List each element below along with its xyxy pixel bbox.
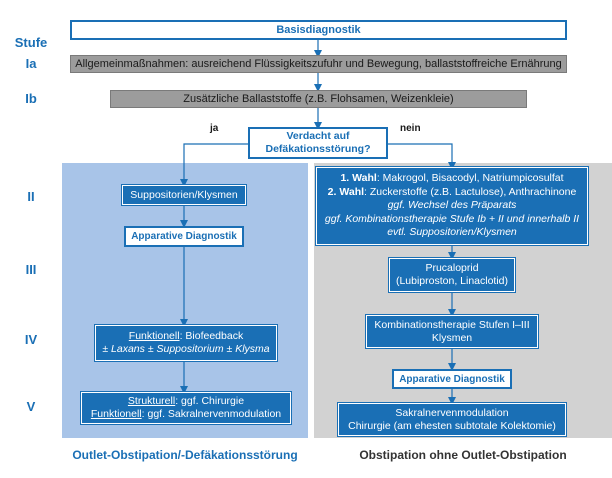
first-choice-label: 1. Wahl [340, 172, 377, 185]
first-choice-line: 1. Wahl: Makrogol, Bisacodyl, Natriumpic… [340, 172, 563, 186]
sakral-line-2: Chirurgie (am ehesten subtotale Kolektom… [348, 419, 556, 432]
func2-label: Funktionell [90, 408, 142, 420]
struct-label: Strukturell [127, 395, 176, 407]
level-v: V [26, 399, 36, 414]
suppositorien-box: Suppositorien/Klysmen [121, 184, 247, 206]
level-header: Stufe [14, 35, 48, 50]
no-label: nein [400, 123, 421, 134]
right-footer: Obstipation ohne Outlet-Obstipation [359, 448, 567, 462]
func2-text: : ggf. Sakralnervenmodulation [141, 408, 282, 420]
combination-line: ggf. Kombinationstherapie Stufe Ib + II … [324, 212, 580, 225]
basis-diagnostik-box: Basisdiagnostik [70, 20, 567, 40]
func-line-2: ± Laxans ± Suppositorium ± Klysma [102, 343, 270, 355]
level-ib: Ib [25, 91, 37, 106]
func-line-1: Funktionell: Biofeedback [129, 330, 243, 343]
arrow-no-branch [388, 143, 456, 170]
sakral-line-1: Sakralnervenmodulation [395, 406, 509, 419]
combo-line-1: Kombinationstherapie Stufen I–III [374, 318, 530, 331]
level-ia: Ia [25, 56, 37, 71]
pruc-line-2: (Lubiproston, Linaclotid) [395, 275, 509, 287]
struktur-funktionell-box: Strukturell: ggf. Chirurgie Funktionell:… [80, 391, 292, 425]
right-apparative-diagnostik-box: Apparative Diagnostik [392, 369, 512, 389]
left-footer: Outlet-Obstipation/-Defäkationsstörung [72, 448, 298, 462]
suppositories-line: evtl. Suppositorien/Klysmen [387, 226, 517, 239]
left-apparative-diagnostik-box: Apparative Diagnostik [124, 226, 244, 247]
level-iv: IV [24, 332, 38, 347]
func-label: Funktionell [128, 330, 180, 342]
second-choice-label: 2. Wahl [327, 185, 365, 198]
combination-therapy-box: Kombinationstherapie Stufen I–III Klysme… [365, 314, 539, 349]
level-ib-bar: Zusätzliche Ballaststoffe (z.B. Flohsame… [110, 90, 527, 108]
func-text: : Biofeedback [179, 330, 244, 342]
funktionell-biofeedback-box: Funktionell: Biofeedback ± Laxans ± Supp… [94, 324, 278, 362]
second-choice-text: : Zuckerstoffe (z.B. Lactulose), Anthrac… [364, 185, 577, 198]
level-ia-bar: Allgemeinmaßnahmen: ausreichend Flüssigk… [70, 55, 567, 73]
level-iii: III [25, 262, 37, 277]
question-line-2: Defäkationsstörung? [265, 143, 371, 155]
sakralnerven-box: Sakralnervenmodulation Chirurgie (am ehe… [337, 402, 567, 437]
pruc-line-1: Prucaloprid [425, 262, 479, 274]
struct-line: Strukturell: ggf. Chirurgie [128, 395, 244, 408]
struct-text: : ggf. Chirurgie [175, 395, 245, 407]
stufe-ii-therapy-box: 1. Wahl: Makrogol, Bisacodyl, Natriumpic… [315, 166, 589, 246]
switch-line: ggf. Wechsel des Präparats [387, 199, 517, 212]
level-ii: II [27, 189, 35, 204]
prucaloprid-box: Prucaloprid (Lubiproston, Linaclotid) [388, 257, 516, 293]
combo-line-2: Klysmen [431, 331, 473, 344]
question-line-1: Verdacht auf [286, 130, 350, 142]
defaecation-question-box: Verdacht auf Defäkationsstörung? [248, 127, 388, 159]
func2-line: Funktionell: ggf. Sakralnervenmodulation [91, 408, 281, 421]
first-choice-text: : Makrogol, Bisacodyl, Natriumpicosulfat [376, 172, 564, 185]
yes-label: ja [210, 123, 219, 134]
arrow-yes-branch [180, 143, 248, 187]
second-choice-line: 2. Wahl: Zuckerstoffe (z.B. Lactulose), … [328, 186, 577, 200]
